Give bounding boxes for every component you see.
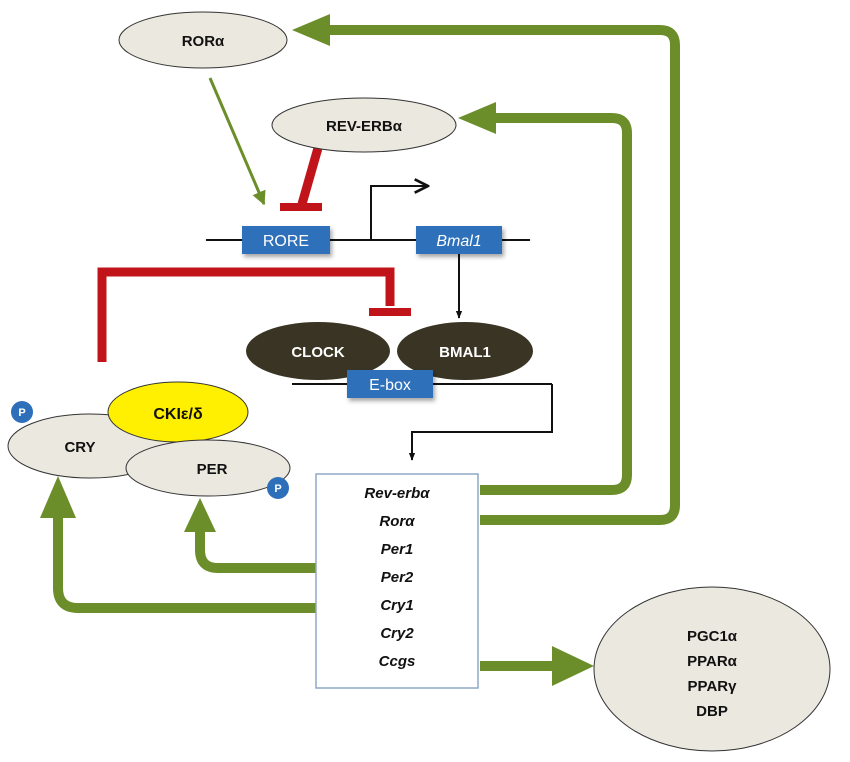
green-arrowhead-per: [184, 498, 216, 532]
green-arrow-cry: [53, 516, 316, 613]
green-arrow-reverb-feedback: [480, 113, 632, 495]
phospho-per-icon: [267, 477, 289, 499]
output-target: DBP: [696, 703, 728, 720]
red-repression-per-cry: [97, 267, 395, 362]
rore-label: RORE: [263, 233, 309, 250]
target-gene: Rev-erbα: [364, 485, 430, 502]
rev-erb-alpha-label: REV-ERBα: [326, 118, 403, 135]
ror-alpha-label: RORα: [182, 33, 225, 50]
bmal1-protein: [397, 322, 533, 380]
phospho-cry-icon: [11, 401, 33, 423]
target-gene: Cry1: [380, 597, 413, 614]
rev-erb-alpha-protein: [271, 97, 457, 153]
bmal1-protein-label: BMAL1: [439, 344, 491, 361]
red-repression-reverb: [297, 146, 323, 206]
green-arrowhead-ror: [292, 14, 330, 46]
target-gene: Cry2: [380, 625, 414, 642]
bmal1-gene-label: Bmal1: [436, 233, 481, 250]
ror-alpha-protein: [118, 11, 288, 69]
green-arrow-ror-to-rore: [208, 77, 266, 206]
tss-arrow: [370, 186, 428, 240]
output-targets-list: PGC1α PPARα PPARγ DBP: [687, 628, 738, 720]
output-target: PPARα: [687, 653, 738, 670]
ebox-label: E-box: [369, 377, 411, 394]
target-gene: Rorα: [379, 513, 415, 530]
per-protein: [125, 439, 291, 497]
clock-protein: [246, 322, 390, 380]
black-arrow-ebox-to-genes: [408, 384, 553, 461]
ebox-box: [347, 370, 433, 398]
per-label: PER: [197, 461, 228, 478]
output-target: PGC1α: [687, 628, 738, 645]
clock-label: CLOCK: [291, 344, 344, 361]
target-gene: Ccgs: [379, 653, 416, 670]
cry-label: CRY: [64, 439, 95, 456]
green-arrowhead-output: [552, 646, 594, 686]
phospho-cry-label: P: [18, 407, 25, 419]
green-arrow-per: [195, 530, 316, 573]
bmal1-gene-box: [416, 226, 502, 254]
target-gene: Per2: [381, 569, 414, 586]
output-targets-ellipse: [593, 586, 831, 752]
phospho-per-label: P: [274, 483, 281, 495]
output-target: PPARγ: [688, 678, 738, 695]
target-gene: Per1: [381, 541, 414, 558]
rore-box: [242, 226, 330, 254]
target-genes-box: [315, 473, 479, 689]
green-arrowhead-cry: [40, 476, 76, 518]
ck-label: CKIε/δ: [153, 406, 203, 423]
target-genes-list: Rev-erbα Rorα Per1 Per2 Cry1 Cry2 Ccgs: [364, 485, 430, 670]
green-arrow-ror-feedback: [328, 25, 680, 525]
green-arrowhead-reverb: [458, 102, 496, 134]
